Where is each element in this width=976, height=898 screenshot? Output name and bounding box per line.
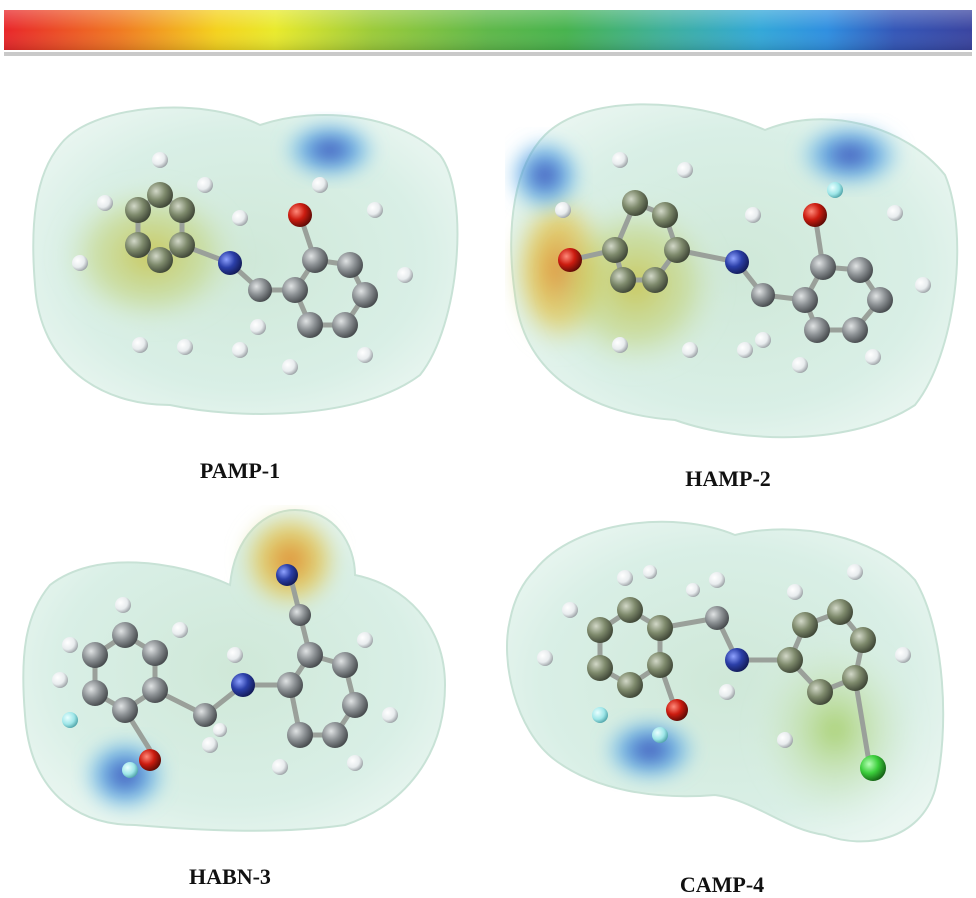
esp-surface (506, 520, 945, 843)
atoms (72, 152, 413, 375)
molecule-label-pamp-1: PAMP-1 (199, 458, 281, 483)
molecule-panel-camp-4 (495, 500, 960, 855)
molecule-panel-habn-3 (15, 505, 455, 840)
atoms (537, 564, 911, 781)
esp-surface (32, 106, 459, 415)
atoms (52, 564, 398, 778)
molecule-label-camp-4: CAMP-4 (679, 872, 765, 897)
molecule-panel-pamp-1 (20, 85, 470, 425)
molecule-label-habn-3: HABN-3 (189, 864, 271, 889)
molecule-panel-hamp-2 (505, 85, 965, 455)
potential-color-bar (0, 8, 976, 60)
esp-surface (22, 505, 447, 832)
atoms (555, 152, 931, 373)
molecule-label-hamp-2: HAMP-2 (685, 466, 771, 491)
